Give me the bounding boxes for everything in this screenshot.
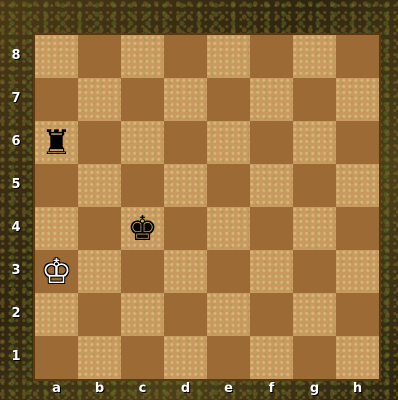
rank-label-7: 7 <box>9 91 23 106</box>
square-g7[interactable] <box>293 78 336 121</box>
square-b1[interactable] <box>78 336 121 379</box>
file-label-c: c <box>121 381 164 396</box>
square-b6[interactable] <box>78 121 121 164</box>
black-king-icon[interactable]: ♚ <box>127 212 157 246</box>
file-label-a: a <box>35 381 78 396</box>
rank-label-2: 2 <box>9 306 23 321</box>
square-h6[interactable] <box>336 121 379 164</box>
square-c1[interactable] <box>121 336 164 379</box>
square-a3[interactable]: ♔ <box>35 250 78 293</box>
square-d2[interactable] <box>164 293 207 336</box>
square-c2[interactable] <box>121 293 164 336</box>
rank-label-3: 3 <box>9 263 23 278</box>
square-h5[interactable] <box>336 164 379 207</box>
square-b7[interactable] <box>78 78 121 121</box>
white-king-icon[interactable]: ♔ <box>41 255 71 289</box>
square-d4[interactable] <box>164 207 207 250</box>
rank-label-4: 4 <box>9 220 23 235</box>
square-g1[interactable] <box>293 336 336 379</box>
square-c6[interactable] <box>121 121 164 164</box>
square-d8[interactable] <box>164 35 207 78</box>
square-d6[interactable] <box>164 121 207 164</box>
square-g5[interactable] <box>293 164 336 207</box>
square-f3[interactable] <box>250 250 293 293</box>
square-a8[interactable] <box>35 35 78 78</box>
square-b8[interactable] <box>78 35 121 78</box>
rank-label-6: 6 <box>9 134 23 149</box>
square-f5[interactable] <box>250 164 293 207</box>
square-e1[interactable] <box>207 336 250 379</box>
square-c5[interactable] <box>121 164 164 207</box>
square-f6[interactable] <box>250 121 293 164</box>
square-a2[interactable] <box>35 293 78 336</box>
square-b5[interactable] <box>78 164 121 207</box>
square-a4[interactable] <box>35 207 78 250</box>
square-e5[interactable] <box>207 164 250 207</box>
square-c7[interactable] <box>121 78 164 121</box>
square-a1[interactable] <box>35 336 78 379</box>
square-g8[interactable] <box>293 35 336 78</box>
square-h8[interactable] <box>336 35 379 78</box>
square-f4[interactable] <box>250 207 293 250</box>
square-g3[interactable] <box>293 250 336 293</box>
square-f2[interactable] <box>250 293 293 336</box>
square-d3[interactable] <box>164 250 207 293</box>
chess-board: ♜ ♚ ♔ <box>33 33 381 381</box>
file-label-e: e <box>207 381 250 396</box>
square-f8[interactable] <box>250 35 293 78</box>
file-label-g: g <box>293 381 336 396</box>
square-e3[interactable] <box>207 250 250 293</box>
square-g6[interactable] <box>293 121 336 164</box>
square-c8[interactable] <box>121 35 164 78</box>
square-d1[interactable] <box>164 336 207 379</box>
square-b2[interactable] <box>78 293 121 336</box>
black-rook-icon[interactable]: ♜ <box>41 126 71 160</box>
square-e8[interactable] <box>207 35 250 78</box>
square-a6[interactable]: ♜ <box>35 121 78 164</box>
square-c4[interactable]: ♚ <box>121 207 164 250</box>
square-c3[interactable] <box>121 250 164 293</box>
file-label-f: f <box>250 381 293 396</box>
file-label-b: b <box>78 381 121 396</box>
square-f7[interactable] <box>250 78 293 121</box>
square-h1[interactable] <box>336 336 379 379</box>
square-h7[interactable] <box>336 78 379 121</box>
square-g4[interactable] <box>293 207 336 250</box>
rank-label-8: 8 <box>9 48 23 63</box>
square-a7[interactable] <box>35 78 78 121</box>
file-label-d: d <box>164 381 207 396</box>
square-d5[interactable] <box>164 164 207 207</box>
square-e4[interactable] <box>207 207 250 250</box>
square-g2[interactable] <box>293 293 336 336</box>
square-d7[interactable] <box>164 78 207 121</box>
square-h2[interactable] <box>336 293 379 336</box>
square-b4[interactable] <box>78 207 121 250</box>
square-h3[interactable] <box>336 250 379 293</box>
square-b3[interactable] <box>78 250 121 293</box>
square-e6[interactable] <box>207 121 250 164</box>
square-e7[interactable] <box>207 78 250 121</box>
square-e2[interactable] <box>207 293 250 336</box>
square-f1[interactable] <box>250 336 293 379</box>
file-label-h: h <box>336 381 379 396</box>
square-a5[interactable] <box>35 164 78 207</box>
rank-label-1: 1 <box>9 349 23 364</box>
square-h4[interactable] <box>336 207 379 250</box>
rank-label-5: 5 <box>9 177 23 192</box>
